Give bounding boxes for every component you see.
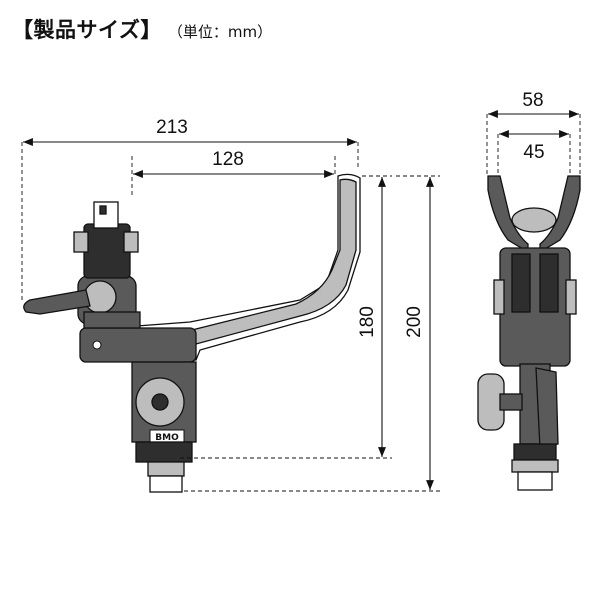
rod-rest xyxy=(511,207,557,233)
side-view: BMO 213 128 180 200 xyxy=(21,117,440,493)
unit-label: （単位：mm） xyxy=(167,23,273,41)
top-cap-slot xyxy=(99,205,107,215)
top-clamp-right xyxy=(123,231,139,253)
dim-213-label: 213 xyxy=(156,117,188,138)
mount-collar xyxy=(135,441,193,463)
front-bracket xyxy=(535,367,559,449)
dim-58-label: 58 xyxy=(522,90,543,111)
front-side-right xyxy=(565,279,577,315)
mount-spline xyxy=(147,461,185,477)
clamp-base xyxy=(83,311,141,329)
front-view: 58 45 xyxy=(477,90,581,491)
mount-foot xyxy=(149,475,183,493)
dim-200-label: 200 xyxy=(404,306,425,338)
lever xyxy=(23,289,91,315)
arm-bolt-icon xyxy=(92,340,102,350)
top-clamp xyxy=(83,223,131,279)
logo-text: BMO xyxy=(155,433,179,443)
front-clamp-left xyxy=(511,253,531,313)
front-side-left xyxy=(493,279,505,315)
front-spline xyxy=(511,459,559,473)
dim-128-label: 128 xyxy=(212,149,244,170)
front-knob-shaft xyxy=(499,393,523,411)
dim-45-label: 45 xyxy=(523,142,544,163)
header: 【製品サイズ】 （単位：mm） xyxy=(12,14,272,44)
clamp-pivot xyxy=(83,280,117,314)
page-title: 【製品サイズ】 xyxy=(12,18,162,42)
front-collar xyxy=(513,443,557,461)
arm-inner xyxy=(191,178,357,345)
top-clamp-left xyxy=(73,231,89,253)
knob-center-icon xyxy=(151,393,169,411)
front-clamp-right xyxy=(539,253,559,313)
front-foot xyxy=(517,471,553,491)
dim-180-label: 180 xyxy=(357,306,378,338)
front-body xyxy=(499,247,571,367)
